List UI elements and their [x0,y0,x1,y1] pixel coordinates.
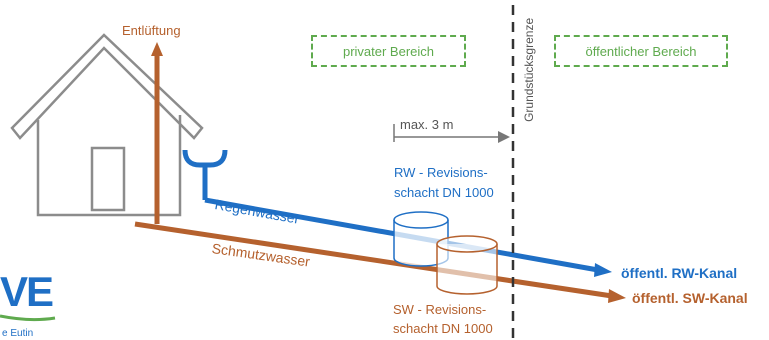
ventilation-label: Entlüftung [122,23,181,38]
house [10,33,204,217]
sw-shaft-label-line2: schacht DN 1000 [393,321,493,336]
public-area-box: öffentlicher Bereich [554,35,728,67]
rw-shaft [393,211,449,267]
sw-sewer-label: öffentl. SW-Kanal [632,290,748,306]
logo [0,314,56,322]
ventilation-pipe [151,42,163,224]
rw-sewer-label: öffentl. RW-Kanal [621,265,738,281]
private-area-label: privater Bereich [342,43,435,59]
rw-shaft-label-line2: schacht DN 1000 [394,185,494,200]
wastewater-pipe [134,221,626,303]
private-area-box: privater Bereich [311,35,466,67]
logo-subtext: e Eutin [2,328,34,339]
rw-shaft-label-line1: RW - Revisions- [394,165,488,180]
sw-shaft-label-line1: SW - Revisions- [393,302,487,317]
distance-arrow [393,124,510,143]
gutter [182,149,228,200]
sw-shaft [436,235,498,295]
property-line-label: Grundstücksgrenze [522,17,537,122]
logo-text: VE [0,268,54,315]
public-area-label: öffentlicher Bereich [585,43,697,59]
max-distance-label: max. 3 m [400,117,454,132]
